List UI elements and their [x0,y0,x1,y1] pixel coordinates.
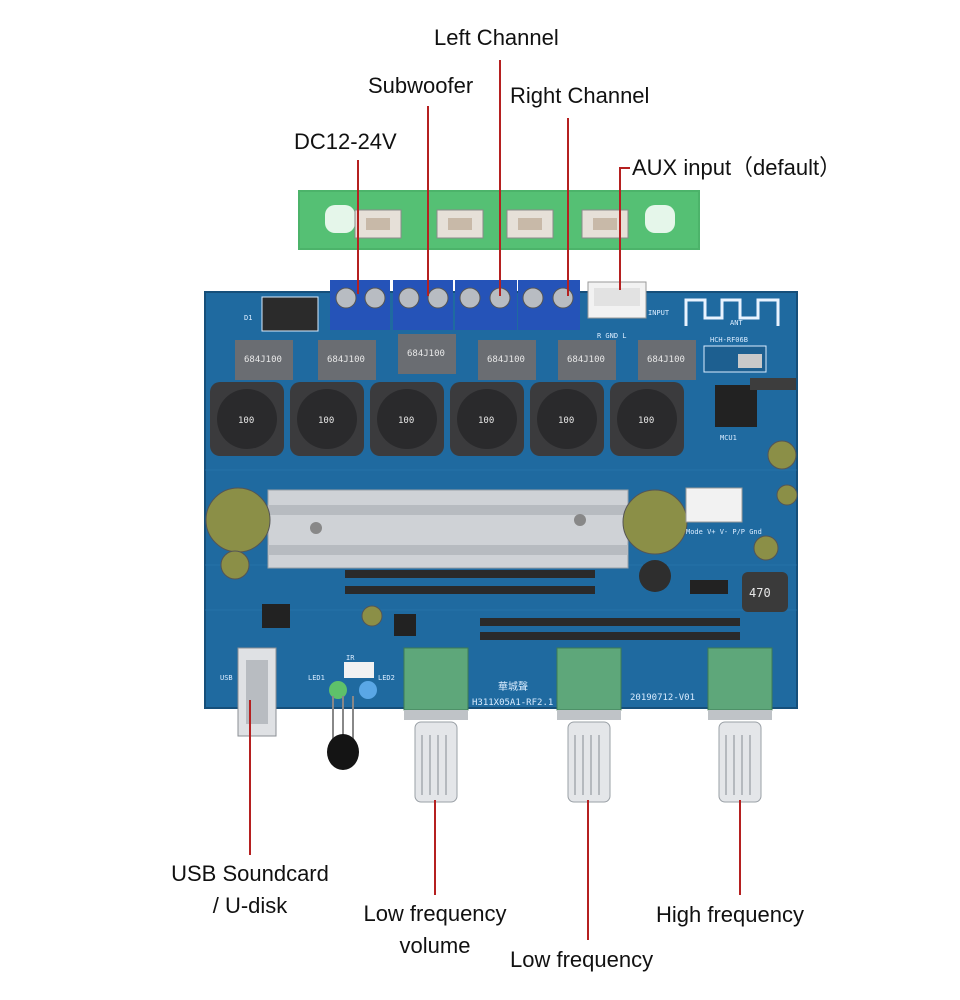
chip-code-6: 684J100 [647,355,685,365]
potentiometers [403,647,773,803]
chip-code-5: 684J100 [567,355,605,365]
main-pcb [204,280,798,709]
marking-model: H311X05A1-RF2.1 [472,698,553,708]
board-markings: D1 R GND L INPUT ANT HCH-RF06B MCU1 Mode… [220,309,771,708]
coils [210,382,684,456]
marking-bt-module: HCH-RF06B [710,336,748,344]
label-low-freq-volume-line2: volume [399,933,471,958]
marking-inductor-470: 470 [749,586,771,600]
heatsink [267,489,629,569]
label-right-channel: Right Channel [510,83,650,108]
marking-mode-header: Mode V+ V- P/P Gnd [686,528,762,536]
marking-brand: 華城聲 [498,680,528,693]
speaker-terminals [330,280,580,330]
marking-mcu: MCU1 [720,434,737,442]
label-usb-line2: / U-disk [212,893,288,918]
label-aux-input: AUX input（default） [632,155,842,180]
marking-aux-pins: R GND L [597,332,627,340]
chip-code-3: 684J100 [407,349,445,359]
marking-diode: D1 [244,314,252,322]
coil-code-3: 100 [398,416,414,426]
marking-ant: ANT [730,319,743,327]
leader-aux-input [619,167,630,290]
usb-port [237,647,277,737]
leader-lines [249,60,741,940]
label-high-frequency: High frequency [656,902,804,927]
marking-date: 20190712-V01 [630,693,695,703]
marking-led1: LED1 [308,674,325,682]
label-usb-soundcard: USB Soundcard / U-disk [140,858,360,922]
ir-receiver [327,696,359,770]
label-subwoofer: Subwoofer [368,73,474,98]
inductor-chips [235,334,696,380]
coil-code-6: 100 [638,416,654,426]
marking-usb: USB [220,674,233,682]
coil-code-2: 100 [318,416,334,426]
label-low-frequency: Low frequency [510,947,654,972]
marking-ir: IR [346,654,355,662]
chip-code-1: 684J100 [244,355,282,365]
coil-code-1: 100 [238,416,254,426]
label-left-channel: Left Channel [434,25,559,50]
button-board [298,190,700,250]
label-low-frequency-volume: Low frequency volume [340,898,530,962]
marking-led2: LED2 [378,674,395,682]
label-low-freq-volume-line1: Low frequency [363,901,507,926]
label-dc-input: DC12-24V [294,129,397,154]
marking-input-port: INPUT [648,309,670,317]
chip-code-4: 684J100 [487,355,525,365]
chip-code-2: 684J100 [327,355,365,365]
coil-code-5: 100 [558,416,574,426]
label-usb-line1: USB Soundcard [171,861,329,886]
coil-code-4: 100 [478,416,494,426]
